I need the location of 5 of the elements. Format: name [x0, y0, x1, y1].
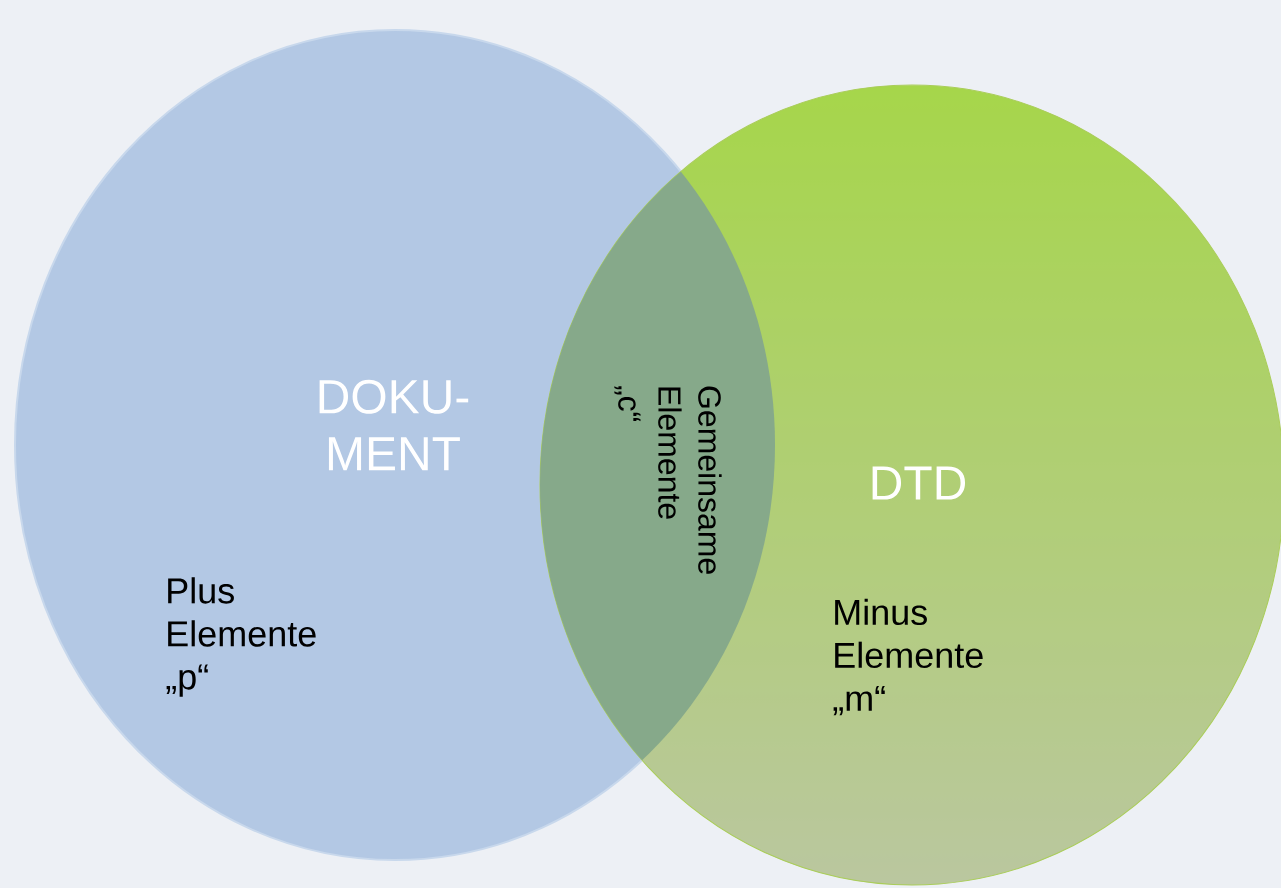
circle-label: Plus Elemente „p“: [166, 577, 316, 697]
circle-label: Minus Elemente „m“: [833, 598, 983, 716]
overlap-label: Gemeinsame Elemente „c“: [614, 386, 722, 574]
circle-label: DOKU- MENT: [319, 379, 469, 471]
circle-label: DTD: [872, 466, 966, 500]
